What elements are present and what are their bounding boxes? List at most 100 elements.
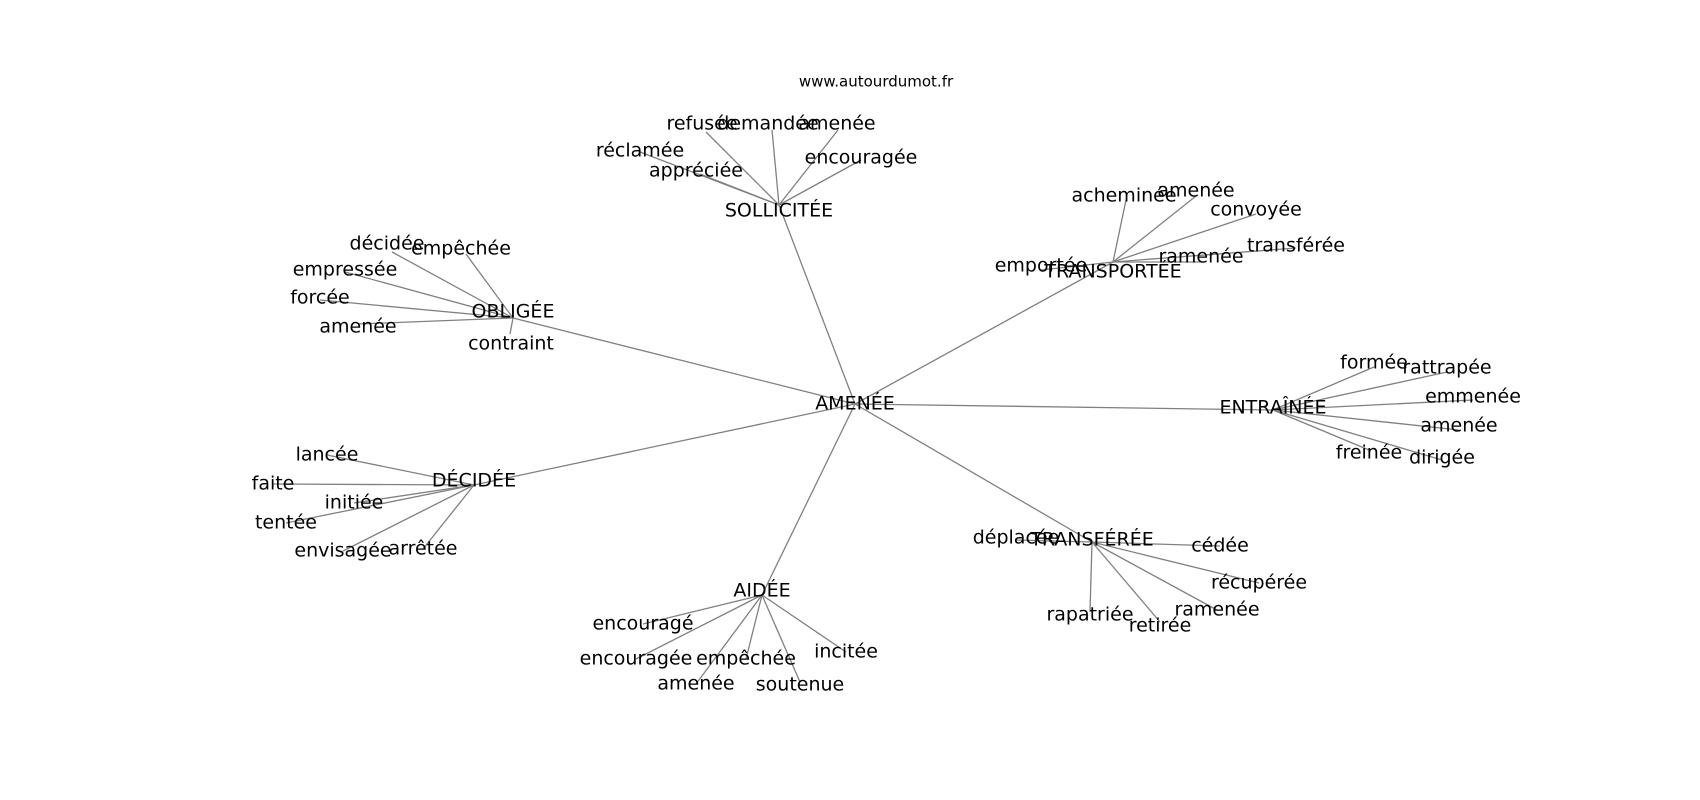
- leaf-node-decidee-2: initiée: [325, 492, 384, 514]
- edge-obligee-leaf-0: [391, 251, 514, 319]
- leaf-node-decidee-0: lancée: [296, 444, 359, 466]
- leaf-node-transportee-5: emportée: [995, 255, 1088, 277]
- edge-sollicitee-leaf-0: [705, 131, 780, 206]
- edge-transferee-leaf-3: [1091, 541, 1218, 611]
- edge-center-aidee: [761, 403, 856, 596]
- edge-transferee-leaf-4: [1089, 541, 1093, 613]
- edge-decidee-leaf-2: [353, 484, 475, 504]
- leaf-node-aidee-1: encouragée: [580, 648, 693, 670]
- edge-decidee-leaf-0: [326, 454, 475, 486]
- edge-entrainee-leaf-1: [1272, 371, 1448, 411]
- leaf-node-transportee-1: amenée: [1157, 180, 1234, 202]
- edge-entrainee-leaf-5: [1272, 409, 1443, 461]
- edge-transportee-leaf-0: [1112, 199, 1127, 263]
- leaf-node-decidee-1: faite: [252, 473, 295, 495]
- leaf-node-obligee-0: décidée: [350, 233, 425, 255]
- edge-decidee-leaf-1: [272, 483, 475, 486]
- edge-obligee-leaf-1: [465, 253, 514, 319]
- hub-node-transportee: TRANSPORTÉE: [1043, 260, 1181, 283]
- leaf-node-aidee-5: incitée: [814, 641, 878, 663]
- graph-labels: AMENÉESOLLICITÉErefuséedemandéeamenéeréc…: [252, 113, 1521, 696]
- hub-node-obligee: OBLIGÉE: [472, 300, 555, 323]
- center-node: AMENÉE: [815, 392, 895, 415]
- edge-obligee-leaf-3: [319, 299, 514, 319]
- leaf-node-entrainee-0: formée: [1340, 352, 1408, 374]
- edge-sollicitee-leaf-2: [778, 129, 839, 206]
- leaf-node-sollicitee-1: demandée: [717, 113, 818, 135]
- edge-decidee-leaf-5: [422, 484, 475, 550]
- source-url: www.autourdumot.fr: [799, 73, 954, 91]
- edge-transferee-leaf-2: [1091, 541, 1260, 584]
- edge-aidee-leaf-0: [642, 594, 763, 625]
- graph-edges: [272, 129, 1474, 685]
- hub-node-sollicitee: SOLLICITÉE: [725, 199, 833, 222]
- leaf-node-aidee-3: amenée: [657, 673, 734, 695]
- edge-sollicitee-leaf-1: [771, 129, 780, 206]
- leaf-node-sollicitee-4: encouragée: [805, 147, 918, 169]
- leaf-node-transferee-0: déplacée: [973, 527, 1060, 549]
- edge-center-transportee: [854, 261, 1114, 405]
- leaf-node-sollicitee-0: refusée: [666, 113, 737, 135]
- edge-transportee-leaf-2: [1112, 213, 1257, 263]
- leaf-node-entrainee-3: amenée: [1420, 415, 1497, 437]
- hub-node-entrainee: ENTRAÎNÉE: [1219, 396, 1326, 419]
- hub-node-transferee: TRANSFÉRÉE: [1029, 528, 1153, 551]
- leaf-node-decidee-4: envisagée: [294, 540, 391, 562]
- leaf-node-obligee-2: empressée: [293, 259, 398, 281]
- edge-entrainee-leaf-4: [1272, 409, 1370, 451]
- edge-transferee-leaf-1: [1091, 541, 1221, 547]
- edge-obligee-leaf-5: [509, 317, 514, 335]
- leaf-node-transportee-3: transférée: [1247, 235, 1345, 257]
- edge-decidee-leaf-4: [342, 484, 475, 552]
- edge-aidee-leaf-2: [745, 594, 763, 660]
- edge-center-decidee: [473, 403, 856, 486]
- edge-transportee-leaf-1: [1112, 195, 1197, 263]
- edge-center-obligee: [512, 317, 856, 405]
- leaf-node-entrainee-5: dirigée: [1409, 447, 1475, 469]
- leaf-node-obligee-4: amenée: [319, 316, 396, 338]
- leaf-node-sollicitee-5: appréciée: [649, 160, 743, 182]
- leaf-node-obligee-5: contraint: [468, 333, 554, 355]
- edge-center-transferee: [854, 403, 1093, 543]
- edge-aidee-leaf-1: [635, 594, 763, 660]
- edge-sollicitee-leaf-4: [778, 159, 862, 206]
- leaf-node-sollicitee-3: réclamée: [596, 140, 684, 162]
- leaf-node-transportee-0: acheminée: [1071, 185, 1176, 207]
- leaf-node-decidee-3: tentée: [255, 512, 317, 534]
- edge-transferee-leaf-5: [1091, 541, 1161, 623]
- edge-center-sollicitee: [778, 204, 856, 405]
- leaf-node-obligee-1: empêchée: [411, 238, 511, 260]
- leaf-node-transferee-4: rapatriée: [1046, 604, 1133, 626]
- leaf-node-transferee-3: ramenée: [1174, 599, 1259, 621]
- leaf-node-transferee-5: retirée: [1129, 615, 1192, 637]
- leaf-node-obligee-3: forcée: [290, 287, 350, 309]
- edge-aidee-leaf-5: [761, 594, 847, 653]
- edge-aidee-leaf-3: [695, 594, 763, 685]
- edge-entrainee-leaf-2: [1272, 399, 1474, 411]
- hub-node-decidee: DÉCIDÉE: [432, 469, 516, 492]
- leaf-node-transportee-4: ramenée: [1158, 246, 1243, 268]
- leaf-node-aidee-4: soutenue: [756, 674, 844, 696]
- leaf-node-transportee-2: convoyée: [1210, 199, 1302, 221]
- edge-entrainee-leaf-3: [1272, 409, 1460, 431]
- edge-decidee-leaf-3: [285, 484, 475, 524]
- leaf-node-transferee-1: cédée: [1191, 535, 1249, 557]
- edge-transferee-leaf-0: [1015, 539, 1093, 543]
- leaf-node-decidee-5: arrêtée: [388, 538, 457, 560]
- edge-transportee-leaf-5: [1040, 261, 1114, 271]
- leaf-node-entrainee-2: emmenée: [1425, 386, 1521, 408]
- edge-obligee-leaf-2: [344, 271, 514, 319]
- edge-center-entrainee: [854, 403, 1274, 411]
- edge-aidee-leaf-4: [761, 594, 801, 683]
- hub-node-aidee: AIDÉE: [733, 579, 790, 602]
- leaf-node-aidee-2: empêchée: [696, 648, 796, 670]
- leaf-node-entrainee-1: rattrapée: [1402, 357, 1491, 379]
- leaf-node-entrainee-4: freinée: [1336, 442, 1402, 464]
- leaf-node-sollicitee-2: amenée: [798, 113, 875, 135]
- edge-transportee-leaf-3: [1112, 247, 1297, 263]
- leaf-node-transferee-2: récupérée: [1211, 572, 1307, 594]
- edge-obligee-leaf-4: [357, 317, 514, 325]
- leaf-node-aidee-0: encouragé: [592, 613, 693, 635]
- edge-sollicitee-leaf-5: [699, 173, 780, 206]
